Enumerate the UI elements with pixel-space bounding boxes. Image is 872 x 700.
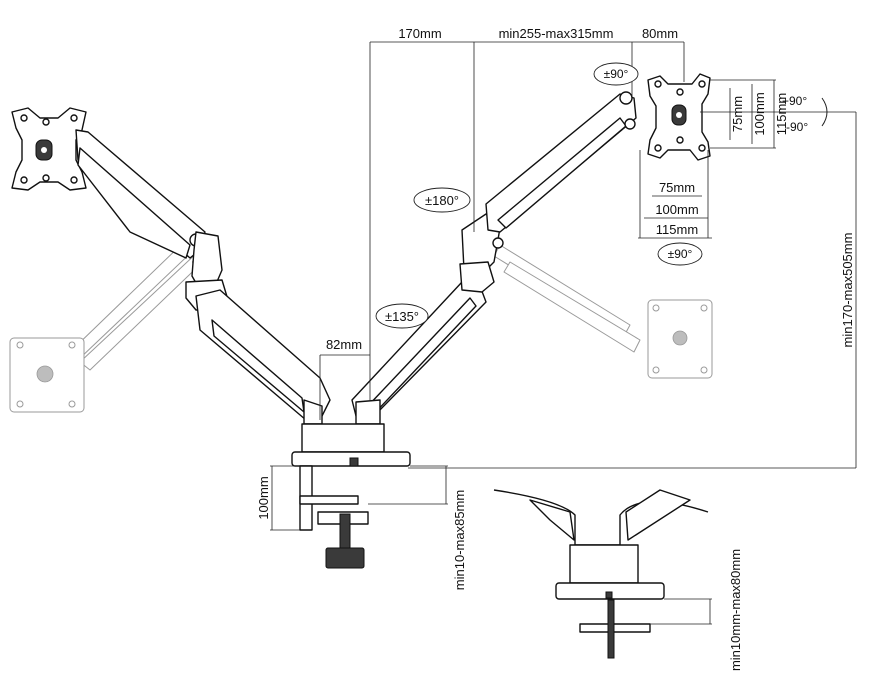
dim-label-vesa-100-h: 100mm	[752, 92, 767, 135]
rotation-badge-pivot-bottom: ±90°	[657, 242, 703, 266]
rotation-tilt-indicator: +90° -90°	[782, 94, 828, 134]
dim-label-vesa-100-w: 100mm	[655, 202, 698, 217]
dim-label-80: 80mm	[642, 26, 678, 41]
left-upper-arm	[75, 129, 206, 268]
right-vesa-plate	[647, 73, 711, 161]
dim-label-grommet-range: min10mm-max80mm	[728, 549, 743, 671]
svg-text:±90°: ±90°	[668, 247, 693, 261]
dim-label-vesa-75-h: 75mm	[730, 96, 745, 132]
center-post	[291, 399, 411, 467]
dimension-lines	[270, 41, 857, 625]
right-lower-arm	[351, 281, 487, 419]
desk-clamp	[299, 465, 369, 569]
svg-text:±180°: ±180°	[425, 193, 459, 208]
svg-text:+90°: +90°	[782, 94, 807, 108]
ghost-right-arm	[493, 244, 713, 379]
grommet-inset	[493, 489, 709, 659]
dim-label-clamp-height: 100mm	[256, 476, 271, 519]
svg-text:-90°: -90°	[786, 120, 808, 134]
rotation-badge-swivel-lower: ±135°	[375, 303, 429, 329]
ghost-left-arm	[9, 239, 211, 413]
dim-label-170: 170mm	[398, 26, 441, 41]
dim-label-height-range: min170-max505mm	[840, 233, 855, 348]
dim-label-vesa-115-w: 115mm	[656, 222, 698, 237]
right-upper-arm	[485, 91, 637, 233]
dim-label-82: 82mm	[326, 337, 362, 352]
svg-text:±90°: ±90°	[604, 67, 629, 81]
dim-label-vesa-75-w: 75mm	[659, 180, 695, 195]
svg-text:±135°: ±135°	[385, 309, 419, 324]
left-lower-arm	[195, 289, 331, 421]
dim-label-reach: min255-max315mm	[499, 26, 614, 41]
rotation-badge-swivel-arm: ±180°	[413, 187, 471, 213]
left-vesa-plate	[11, 107, 87, 191]
rotation-badge-tilt-top: ±90°	[593, 62, 639, 86]
dim-label-vesa-115-h: 115mm	[774, 93, 789, 135]
dim-label-clamp-range: min10-max85mm	[452, 490, 467, 590]
